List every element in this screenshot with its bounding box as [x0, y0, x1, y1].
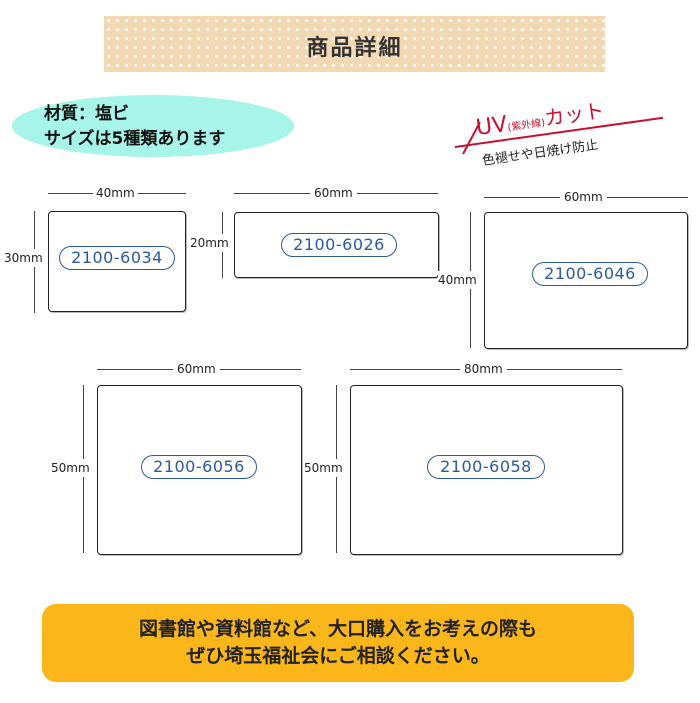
plate-code: 2100-6026	[281, 233, 397, 257]
plate-3-height-label: 40mm	[438, 271, 477, 289]
note-line-2: ぜひ埼玉福祉会にご相談ください。	[186, 645, 490, 667]
uv-label-main: UV	[474, 111, 509, 141]
plate-2100-6056: 2100-6056	[97, 385, 302, 555]
plate-1-width-label: 40mm	[93, 186, 138, 200]
plate-2100-6026: 2100-6026	[234, 212, 439, 278]
note-text: 図書館や資料館など、大口購入をお考えの際も ぜひ埼玉福祉会にご相談ください。	[42, 616, 634, 670]
sizes-text: サイズは5種類あります	[44, 129, 226, 149]
spec-text: 材質：塩ビ サイズは5種類あります	[44, 102, 225, 152]
plate-code: 2100-6058	[427, 455, 545, 479]
header-banner: 商品詳細	[104, 16, 605, 72]
uv-label-small: (紫外線)	[506, 117, 546, 134]
plate-5-width-label: 80mm	[460, 362, 507, 376]
plate-1-height-label: 30mm	[4, 249, 43, 267]
page-title: 商品詳細	[306, 36, 403, 61]
plate-3-width-label: 60mm	[560, 190, 607, 204]
material-text: 材質：塩ビ	[44, 104, 129, 124]
plate-code: 2100-6034	[59, 246, 175, 270]
plate-2-width-label: 60mm	[310, 186, 357, 200]
plate-2-height-label: 20mm	[190, 234, 229, 252]
plate-2100-6046: 2100-6046	[484, 212, 688, 349]
plate-code: 2100-6046	[532, 262, 648, 286]
plate-code: 2100-6056	[141, 455, 257, 479]
plate-2100-6058: 2100-6058	[350, 385, 623, 555]
note-line-1: 図書館や資料館など、大口購入をお考えの際も	[138, 618, 538, 640]
plate-4-height-label: 50mm	[51, 459, 90, 477]
bulk-order-note: 図書館や資料館など、大口購入をお考えの際も ぜひ埼玉福祉会にご相談ください。	[42, 604, 634, 682]
plate-5-height-label: 50mm	[304, 459, 343, 477]
spec-bubble	[12, 95, 294, 157]
plate-4-width-label: 60mm	[173, 362, 220, 376]
plate-2100-6034: 2100-6034	[48, 211, 186, 312]
